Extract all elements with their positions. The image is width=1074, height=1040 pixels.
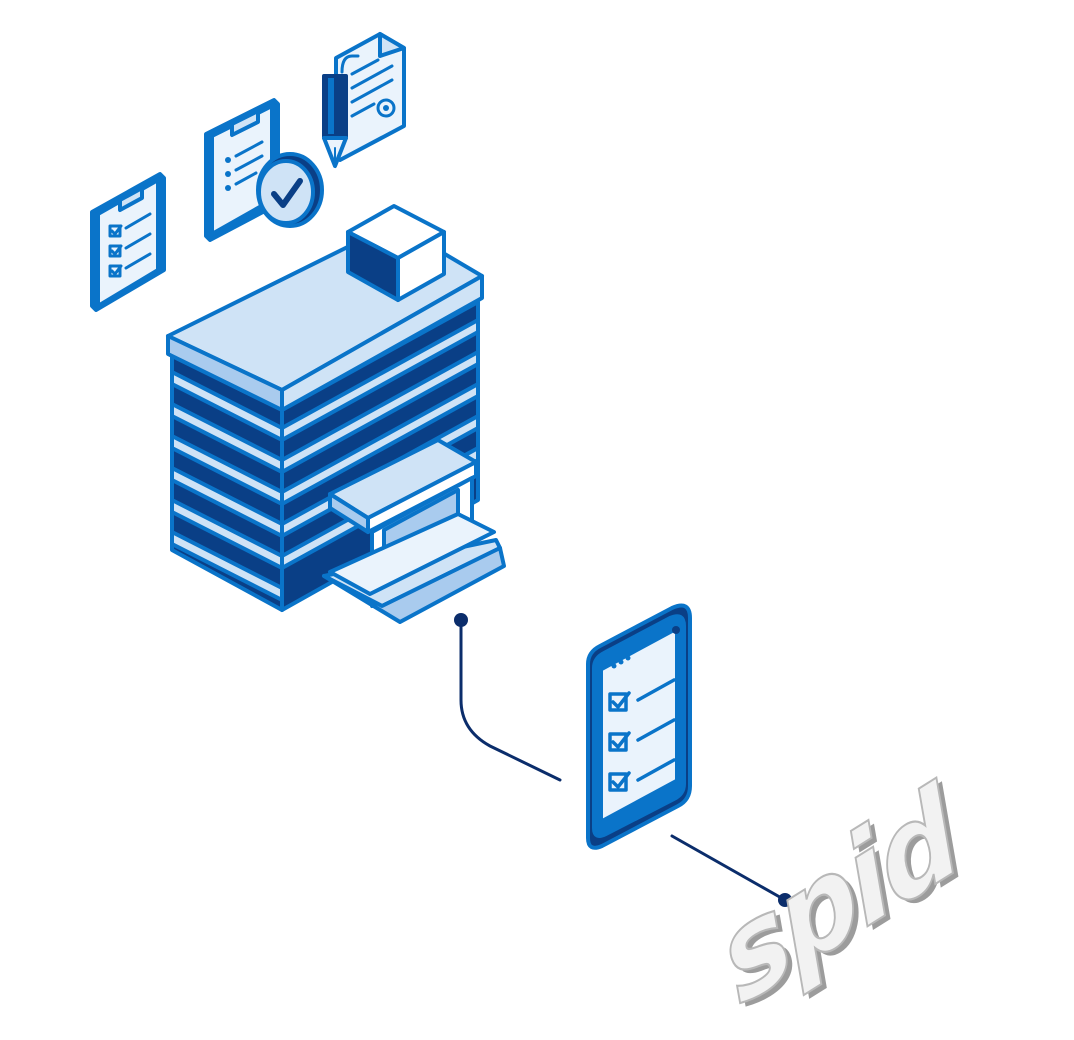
spid-logo: spid spid bbox=[701, 758, 984, 1037]
spid-logo-text: spid bbox=[702, 759, 978, 1034]
connector-phone-logo bbox=[670, 834, 787, 902]
connector-building-phone bbox=[459, 620, 562, 782]
smartphone-checklist-icon bbox=[586, 603, 692, 850]
connector-node-building bbox=[454, 613, 468, 627]
connector-lines bbox=[459, 620, 787, 902]
connector-node-logo bbox=[778, 893, 792, 907]
clipboard-checklist-icon bbox=[90, 172, 166, 312]
document-pen-icon bbox=[322, 32, 406, 168]
office-building-icon bbox=[166, 204, 506, 624]
clipboard-check-icon bbox=[204, 98, 324, 242]
